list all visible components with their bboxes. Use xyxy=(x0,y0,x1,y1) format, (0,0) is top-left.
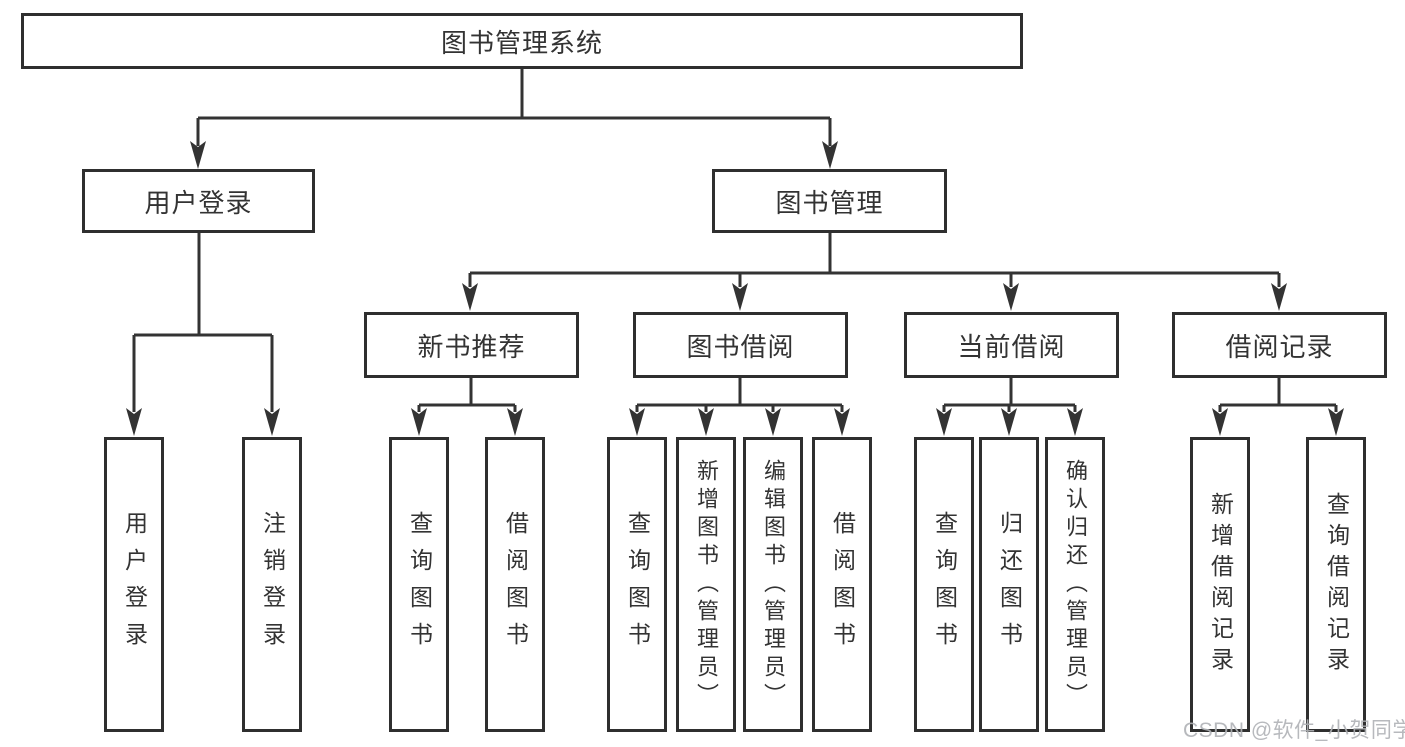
leaf-label: 用户登录 xyxy=(121,510,148,659)
node-new-book-recommend: 新书推荐 xyxy=(364,312,579,378)
leaf-bb-query-books: 查询图书 xyxy=(607,437,667,732)
node-book-management: 图书管理 xyxy=(712,169,947,233)
leaf-nb-query-books: 查询图书 xyxy=(389,437,449,732)
leaf-br-add-borrow-record: 新增借阅记录 xyxy=(1190,437,1250,732)
node-user-login: 用户登录 xyxy=(82,169,315,233)
leaf-br-query-borrow-record: 查询借阅记录 xyxy=(1306,437,1366,732)
leaf-label: 确认归还（管理员） xyxy=(1063,458,1088,711)
leaf-user-login: 用户登录 xyxy=(104,437,164,732)
leaf-label: 借阅图书 xyxy=(502,510,529,659)
node-root-library-system: 图书管理系统 xyxy=(21,13,1023,69)
leaf-label: 编辑图书（管理员） xyxy=(761,458,786,711)
leaf-nb-borrow-books: 借阅图书 xyxy=(485,437,545,732)
leaf-bb-borrow-books: 借阅图书 xyxy=(812,437,872,732)
leaf-label: 注销登录 xyxy=(259,510,286,659)
leaf-label: 查询图书 xyxy=(624,510,651,659)
csdn-watermark: CSDN @软件_小贺同学 xyxy=(1183,719,1405,742)
leaf-cb-query-books: 查询图书 xyxy=(914,437,974,732)
leaf-label: 查询图书 xyxy=(931,510,958,659)
leaf-label: 新增图书（管理员） xyxy=(694,458,719,711)
leaf-bb-add-books-admin: 新增图书（管理员） xyxy=(676,437,736,732)
node-current-borrow: 当前借阅 xyxy=(904,312,1119,378)
leaf-label: 查询图书 xyxy=(406,510,433,659)
leaf-label: 新增借阅记录 xyxy=(1207,491,1234,678)
leaf-cb-return-books: 归还图书 xyxy=(979,437,1039,732)
node-book-borrow: 图书借阅 xyxy=(633,312,848,378)
leaf-cb-confirm-return-admin: 确认归还（管理员） xyxy=(1045,437,1105,732)
leaf-label: 归还图书 xyxy=(996,510,1023,659)
arrowheads xyxy=(126,141,1344,436)
leaf-label: 借阅图书 xyxy=(829,510,856,659)
leaf-label: 查询借阅记录 xyxy=(1323,491,1350,678)
leaf-bb-edit-books-admin: 编辑图书（管理员） xyxy=(743,437,803,732)
leaf-logout-login: 注销登录 xyxy=(242,437,302,732)
node-borrow-records: 借阅记录 xyxy=(1172,312,1387,378)
